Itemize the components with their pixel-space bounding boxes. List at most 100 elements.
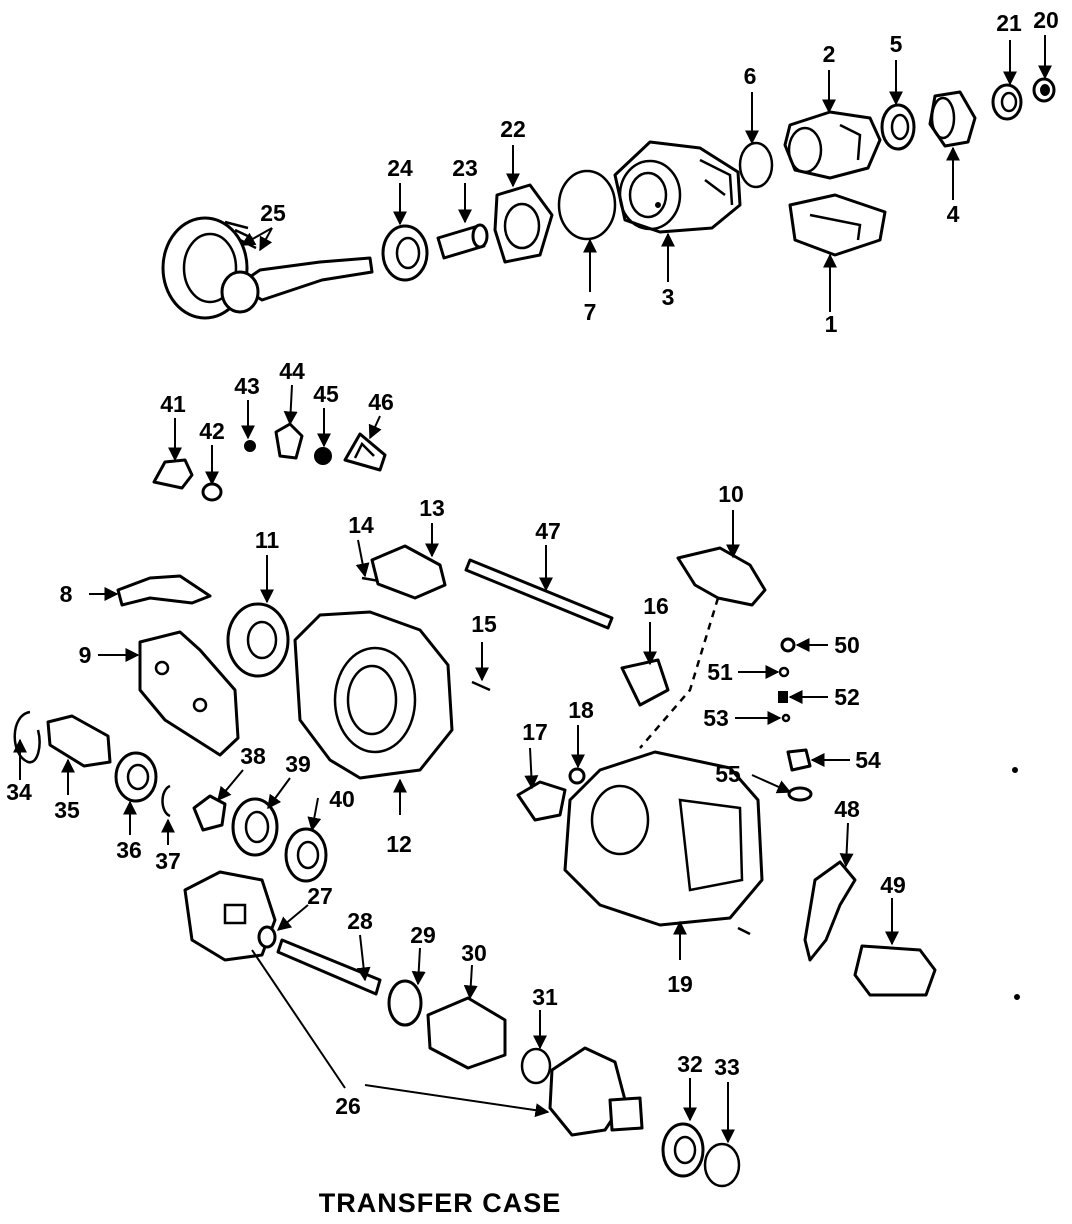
callout-28: 28: [347, 908, 373, 934]
callout-9: 9: [79, 642, 92, 668]
speck: [1012, 767, 1018, 773]
part-13-rail-housing: [370, 544, 447, 600]
part-27-washer: [257, 925, 277, 949]
part-38-collar: [192, 794, 227, 832]
callout-2: 2: [823, 41, 836, 67]
part-23-sleeve: [436, 223, 489, 260]
part-47-shaft: [464, 558, 614, 630]
part-30-sleeve: [426, 996, 507, 1070]
callout-22: 22: [500, 116, 526, 142]
callout-14: 14: [348, 512, 374, 538]
part-55-washer: [787, 786, 813, 802]
callout-10: 10: [718, 481, 744, 507]
callout-38: 38: [240, 743, 266, 769]
callout-41: 41: [160, 391, 186, 417]
part-25-ring-gear-pinion: [161, 216, 374, 320]
part-12-case-half: [293, 610, 454, 780]
part-15-pin: [471, 680, 491, 692]
callout-19: 19: [667, 971, 693, 997]
part-28-output-shaft: [276, 938, 382, 996]
part-29-ring: [387, 979, 423, 1027]
callout-40: 40: [329, 786, 355, 812]
callout-48: 48: [834, 796, 860, 822]
part-3-housing: [613, 140, 742, 234]
callout-11: 11: [255, 527, 280, 553]
part-22-gasket: [493, 183, 554, 264]
part-54-plug: [786, 748, 812, 772]
part-6-o-ring: [738, 141, 774, 189]
callout-46: 46: [368, 389, 394, 415]
part-2-adapter-housing: [783, 110, 882, 180]
part-43-ball: [244, 440, 256, 452]
leader-lines: [13, 35, 1052, 1144]
part-19-pin: [737, 926, 751, 936]
callout-25: 25: [260, 200, 286, 226]
callout-34: 34: [6, 779, 32, 805]
part-51-ball: [778, 666, 790, 678]
part-33-seal: [703, 1142, 741, 1188]
part-37-snap-ring: [161, 784, 171, 818]
part-20-nut: [1032, 77, 1056, 103]
callout-8: 8: [60, 581, 73, 607]
part-17-bracket: [516, 780, 567, 822]
callout-49: 49: [880, 872, 906, 898]
callout-51: 51: [707, 659, 733, 685]
part-31-ring: [520, 1047, 552, 1085]
callout-3: 3: [662, 284, 675, 310]
callout-33: 33: [714, 1054, 740, 1080]
callout-7: 7: [584, 299, 597, 325]
callout-55: 55: [715, 761, 741, 787]
callout-4: 4: [947, 201, 960, 227]
callout-15: 15: [471, 611, 497, 637]
callout-43: 43: [234, 373, 260, 399]
callout-35: 35: [54, 797, 80, 823]
part-39-bearing: [231, 797, 279, 857]
callout-30: 30: [461, 940, 487, 966]
part-24-bearing: [381, 224, 429, 282]
callout-47: 47: [535, 518, 561, 544]
part-36-bearing: [114, 751, 158, 803]
callout-24: 24: [387, 155, 413, 181]
part-5-bearing: [880, 103, 916, 151]
part-41-cap: [152, 458, 194, 490]
callout-labels: 1 2 3 4 5 6 7 8 9 10 11 12 13 14 15 16 1…: [6, 7, 1059, 1119]
part-40-bearing: [284, 827, 328, 883]
speck: [1014, 994, 1020, 1000]
callout-39: 39: [285, 751, 311, 777]
part-53-ball: [781, 713, 791, 723]
callout-53: 53: [703, 705, 729, 731]
diagram-title: TRANSFER CASE: [319, 1188, 562, 1218]
callout-27: 27: [307, 883, 333, 909]
guide-line-10-19: [639, 597, 720, 749]
callout-18: 18: [568, 697, 594, 723]
part-35-shaft: [46, 714, 112, 768]
callout-32: 32: [677, 1051, 703, 1077]
part-49-sleeve: [853, 944, 937, 997]
callout-54: 54: [855, 747, 881, 773]
part-50-plug: [780, 637, 796, 653]
callout-6: 6: [744, 63, 757, 89]
callout-26: 26: [335, 1093, 361, 1119]
part-18-ball: [568, 767, 586, 785]
callout-5: 5: [890, 31, 903, 57]
part-16-gasket: [620, 658, 670, 707]
callout-42: 42: [199, 418, 225, 444]
callout-52: 52: [834, 684, 860, 710]
callout-44: 44: [279, 358, 305, 384]
part-21-seal: [991, 83, 1023, 121]
part-10-bracket: [676, 546, 767, 607]
callout-45: 45: [313, 381, 339, 407]
part-26-differential-carrier: [183, 870, 277, 962]
callout-23: 23: [452, 155, 478, 181]
part-32-bearing: [661, 1122, 705, 1178]
speck: [655, 202, 661, 208]
part-1-bracket: [788, 193, 887, 257]
callout-29: 29: [410, 922, 436, 948]
callout-20: 20: [1033, 7, 1059, 33]
part-34-snap-ring: [13, 710, 41, 764]
callout-37: 37: [155, 848, 181, 874]
part-52-spring: [778, 691, 788, 703]
callout-1: 1: [825, 311, 838, 337]
